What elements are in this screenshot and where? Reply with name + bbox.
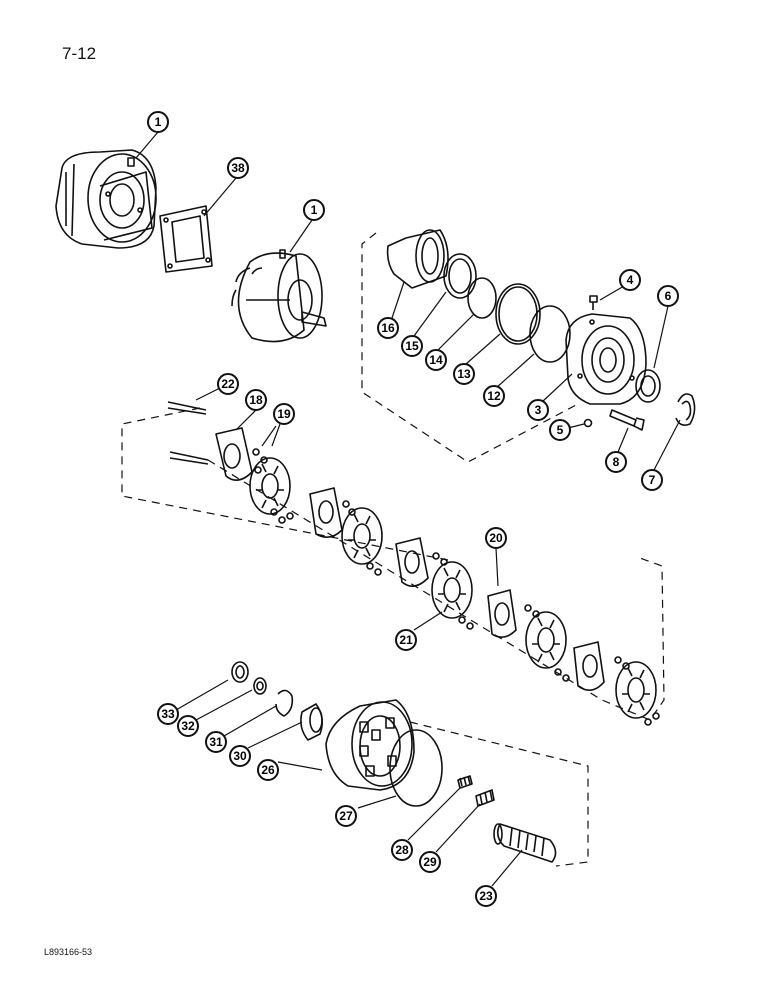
callout-5: 5 xyxy=(549,419,571,441)
callout-1b: 1 xyxy=(303,199,325,221)
svg-text:33: 33 xyxy=(161,707,175,721)
callout-33: 33 xyxy=(157,703,179,725)
separator-plate-3 xyxy=(395,537,429,587)
callout-12: 12 xyxy=(483,385,505,407)
bearing-small xyxy=(300,703,324,741)
brake-stack-outline xyxy=(121,407,665,721)
springs xyxy=(252,448,660,726)
figure-code: L893166-53 xyxy=(44,947,93,957)
svg-text:32: 32 xyxy=(181,719,195,733)
svg-text:29: 29 xyxy=(423,855,437,869)
callout-38: 38 xyxy=(227,157,249,179)
friction-disc-3 xyxy=(431,561,473,619)
callout-26: 26 xyxy=(257,759,279,781)
svg-text:8: 8 xyxy=(613,455,620,469)
seal xyxy=(231,661,249,683)
sleeve xyxy=(386,229,449,289)
drive-assembly-front-view xyxy=(231,249,327,343)
callout-20: 20 xyxy=(485,527,507,549)
friction-disc-1 xyxy=(249,457,291,515)
svg-text:3: 3 xyxy=(535,403,542,417)
svg-text:14: 14 xyxy=(429,353,443,367)
bearing xyxy=(635,369,661,403)
svg-text:4: 4 xyxy=(627,273,634,287)
washer xyxy=(253,677,267,695)
page-number: 7-12 xyxy=(62,44,97,63)
callout-22: 22 xyxy=(217,373,239,395)
separator-plate-1 xyxy=(215,427,253,481)
separator-plate-5 xyxy=(573,641,605,691)
callout-30: 30 xyxy=(229,745,251,767)
svg-text:5: 5 xyxy=(557,423,564,437)
friction-disc-2 xyxy=(341,507,383,565)
callout-18: 18 xyxy=(245,389,267,411)
separator-plate-2 xyxy=(309,487,343,538)
friction-disc-5 xyxy=(615,661,657,719)
svg-text:19: 19 xyxy=(277,407,291,421)
svg-text:30: 30 xyxy=(233,749,247,763)
svg-text:23: 23 xyxy=(479,889,493,903)
carrier-housing xyxy=(325,699,415,791)
callout-28: 28 xyxy=(391,839,413,861)
callout-19: 19 xyxy=(273,403,295,425)
housing xyxy=(565,313,647,405)
spring-medium xyxy=(475,789,495,807)
pins xyxy=(167,401,209,465)
svg-text:1: 1 xyxy=(155,115,162,129)
callout-23: 23 xyxy=(475,885,497,907)
svg-text:26: 26 xyxy=(261,763,275,777)
retaining-ring xyxy=(275,689,294,717)
callout-31: 31 xyxy=(205,731,227,753)
svg-text:28: 28 xyxy=(395,843,409,857)
callout-6: 6 xyxy=(657,285,679,307)
svg-text:13: 13 xyxy=(457,367,471,381)
svg-text:16: 16 xyxy=(381,321,395,335)
o-ring-thin xyxy=(529,305,571,363)
callout-15: 15 xyxy=(401,335,423,357)
callout-14: 14 xyxy=(425,349,447,371)
bolt xyxy=(609,409,645,431)
callout-1a: 1 xyxy=(147,111,169,133)
svg-text:20: 20 xyxy=(489,531,503,545)
callout-3: 3 xyxy=(527,399,549,421)
callout-21: 21 xyxy=(395,629,417,651)
callout-29: 29 xyxy=(419,851,441,873)
svg-text:31: 31 xyxy=(209,735,223,749)
friction-disc-4 xyxy=(525,611,567,669)
svg-text:38: 38 xyxy=(231,161,245,175)
lower-group-outline xyxy=(409,721,589,867)
o-ring-carrier xyxy=(389,729,443,807)
o-ring-large xyxy=(495,283,541,345)
shaft xyxy=(493,823,557,863)
svg-text:22: 22 xyxy=(221,377,235,391)
snap-ring xyxy=(675,393,696,426)
svg-text:1: 1 xyxy=(311,203,318,217)
plug xyxy=(583,418,593,428)
callout-32: 32 xyxy=(177,715,199,737)
drive-assembly-rear-view xyxy=(55,149,157,249)
callout-4: 4 xyxy=(619,269,641,291)
svg-text:6: 6 xyxy=(665,289,672,303)
seal-ring xyxy=(443,253,477,299)
callout-27: 27 xyxy=(335,805,357,827)
svg-text:12: 12 xyxy=(487,389,501,403)
fitting xyxy=(589,295,598,310)
svg-text:18: 18 xyxy=(249,393,263,407)
o-ring-small xyxy=(467,277,497,319)
gasket xyxy=(159,205,213,273)
callout-7: 7 xyxy=(641,469,663,491)
callout-16: 16 xyxy=(377,317,399,339)
svg-text:27: 27 xyxy=(339,809,353,823)
svg-text:7: 7 xyxy=(649,473,656,487)
callout-8: 8 xyxy=(605,451,627,473)
svg-text:21: 21 xyxy=(399,633,413,647)
spring-small xyxy=(457,775,473,789)
separator-plate-4 xyxy=(487,589,517,638)
callout-13: 13 xyxy=(453,363,475,385)
svg-text:15: 15 xyxy=(405,339,419,353)
